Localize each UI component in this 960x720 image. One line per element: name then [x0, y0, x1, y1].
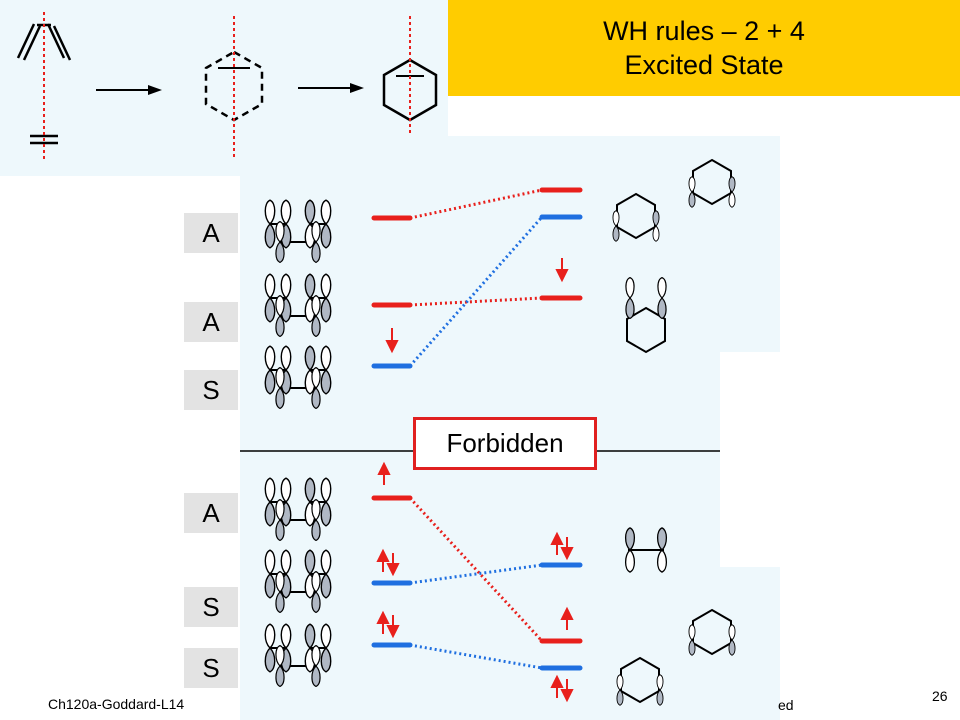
footer-copyright-fragment: ed: [778, 697, 794, 713]
electron-up-arrow-icon: [377, 461, 391, 485]
footer-course-label: Ch120a-Goddard-L14: [48, 696, 185, 712]
energy-levels: [371, 187, 583, 671]
title-line-1: WH rules – 2 + 4: [603, 16, 805, 46]
reaction-arrow-icon: [298, 83, 364, 93]
product-orbital-3: [624, 527, 668, 573]
symmetry-label-3: S: [184, 370, 238, 410]
symmetry-label-4: A: [184, 493, 238, 533]
reaction-arrow-icon: [96, 85, 162, 95]
title-line-2: Excited State: [624, 50, 784, 80]
correlation-lines: [408, 188, 544, 670]
electron-pair-icon: [376, 610, 400, 639]
electron-pair-icon: [550, 531, 574, 561]
symmetry-label-2: A: [184, 302, 238, 342]
symmetry-label-5: S: [184, 587, 238, 627]
electron-up-arrow-icon: [560, 606, 574, 630]
electron-pair-icon: [550, 674, 574, 703]
symmetry-label-6: S: [184, 648, 238, 688]
forbidden-label: Forbidden: [413, 417, 597, 470]
title-box: WH rules – 2 + 4 Excited State: [448, 0, 960, 96]
electron-down-arrow-icon: [385, 328, 399, 354]
electron-pair-icon: [376, 548, 400, 577]
electron-down-arrow-icon: [555, 258, 569, 283]
symmetry-label-1: A: [184, 213, 238, 253]
page-number: 26: [932, 688, 948, 704]
